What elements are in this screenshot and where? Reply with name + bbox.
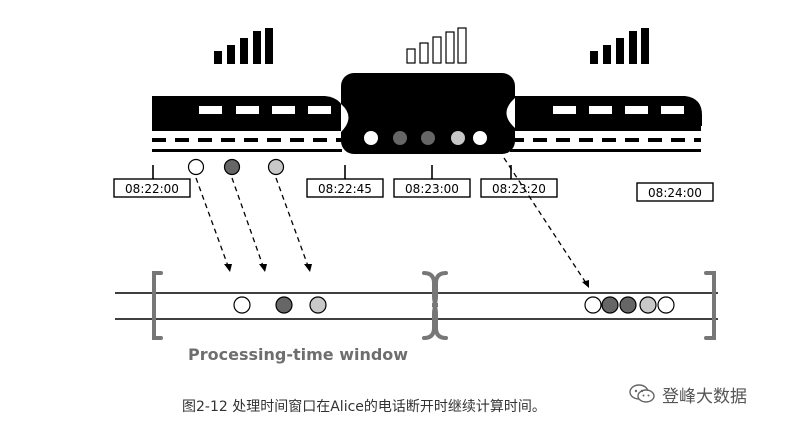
tunnel (341, 73, 515, 154)
timeline-ticks (152, 165, 512, 179)
event-ball-white (233, 296, 251, 314)
event-ball-white (584, 296, 602, 314)
rail-track (152, 126, 701, 152)
signal-bars-icon (590, 28, 649, 64)
in-flight-events (187, 158, 285, 176)
timestamp-boxes: 08:22:00 08:22:45 08:23:00 08:23:20 08:2… (113, 178, 714, 202)
svg-text:08:23:20: 08:23:20 (492, 182, 546, 196)
timestamp-label: 08:22:00 (113, 178, 191, 198)
event-ball-white (187, 158, 205, 176)
svg-text:08:24:00: 08:24:00 (648, 186, 702, 200)
svg-text:08:22:45: 08:22:45 (318, 182, 372, 196)
arrowheads (224, 264, 589, 288)
event-ball-light (639, 296, 657, 314)
wechat-icon (629, 384, 655, 403)
processing-lane (115, 292, 718, 320)
event-ball-white (364, 131, 378, 145)
window-label: Processing-time window (188, 345, 408, 364)
event-arrows (195, 157, 587, 284)
event-ball-light (267, 158, 285, 176)
watermark: 登峰大数据 (628, 381, 747, 407)
timestamp-label: 08:23:20 (480, 178, 558, 198)
event-ball-dark (393, 131, 407, 145)
watermark-text: 登峰大数据 (662, 386, 747, 407)
svg-text:08:23:00: 08:23:00 (405, 182, 459, 196)
signal-bars-weak-icon (406, 27, 467, 64)
event-ball-white (657, 296, 675, 314)
figure-caption: 图2-12 处理时间窗口在Alice的电话断开时继续计算时间。 (182, 399, 546, 415)
window-brackets (152, 271, 716, 340)
event-ball-light (309, 296, 327, 314)
timestamp-label: 08:22:45 (306, 178, 384, 198)
event-ball-dark (275, 296, 293, 314)
event-ball-dark (601, 296, 619, 314)
event-ball-dark (619, 296, 637, 314)
train-car-left (152, 96, 345, 126)
signal-bars-icon (214, 28, 273, 64)
event-ball-light (451, 131, 465, 145)
event-ball-dark (223, 158, 241, 176)
event-ball-dark (421, 131, 435, 145)
event-ball-white (473, 131, 487, 145)
timestamp-label: 08:23:00 (393, 178, 471, 198)
window-events (233, 296, 675, 314)
svg-text:08:22:00: 08:22:00 (125, 182, 179, 196)
timestamp-label: 08:24:00 (636, 182, 714, 202)
train-car-right (508, 96, 702, 126)
